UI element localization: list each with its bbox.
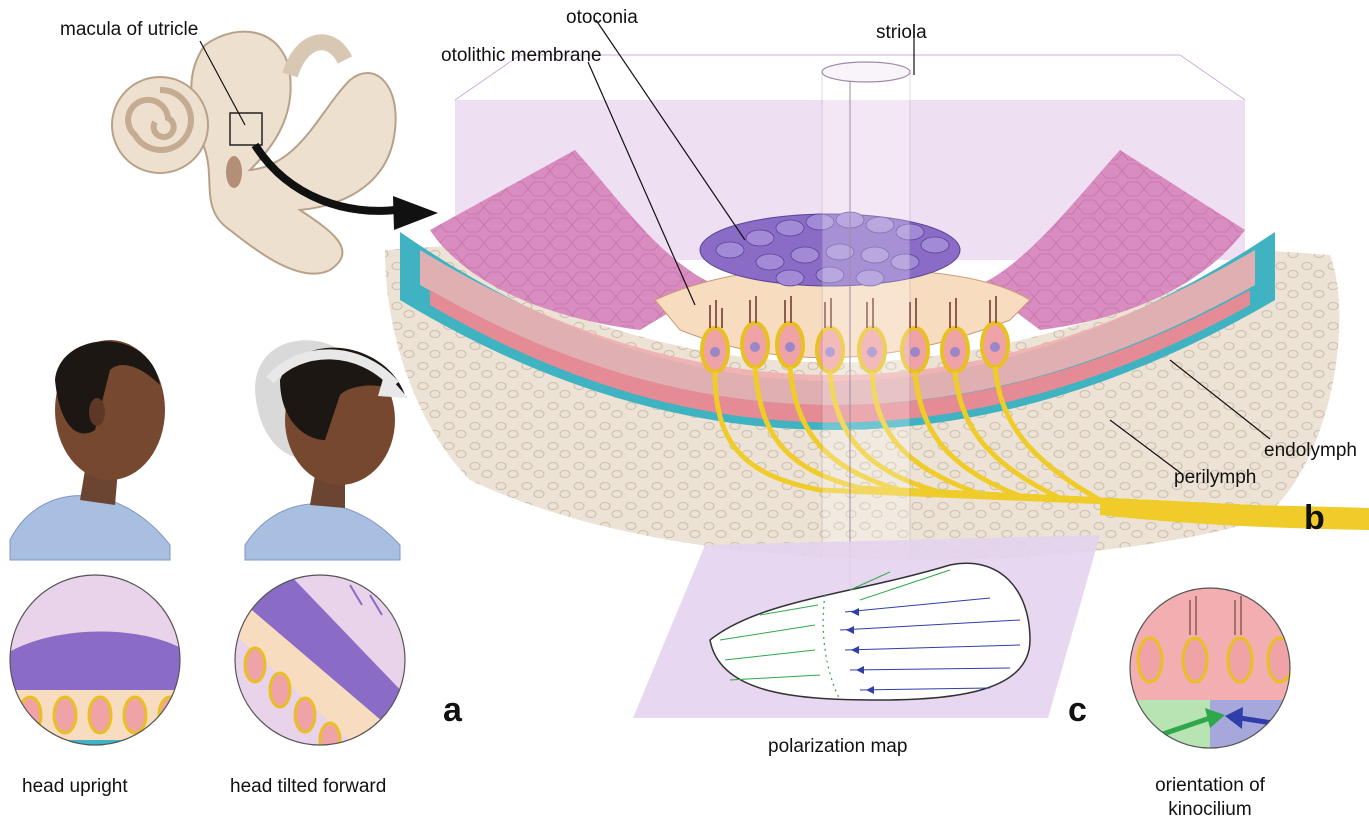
zoom-circle-tilted — [230, 570, 410, 757]
head-tilted-illustration — [245, 340, 408, 560]
head-tilted-label: head tilted forward — [230, 776, 386, 798]
otoconia-label: otoconia — [566, 7, 638, 29]
striola-label: striola — [876, 22, 927, 44]
head-upright-label: head upright — [22, 776, 128, 798]
kinocilium-label-line2: kinocilium — [1140, 799, 1280, 821]
perilymph-label: perilymph — [1174, 467, 1256, 489]
panel-letter-c: c — [1068, 692, 1087, 728]
polarization-map-label: polarization map — [768, 736, 907, 758]
zoom-circle-upright — [5, 570, 185, 750]
inner-ear-illustration — [112, 32, 396, 274]
panel-letter-b: b — [1304, 500, 1325, 536]
macula-label: macula of utricle — [60, 19, 198, 41]
head-upright-illustration — [10, 340, 170, 560]
polarization-map — [633, 535, 1100, 718]
pointer-arrowhead — [393, 196, 438, 230]
endolymph-label: endolymph — [1264, 440, 1357, 462]
kinocilium-label-line1: orientation of — [1140, 775, 1280, 797]
otolithic-membrane-label: otolithic membrane — [441, 45, 602, 67]
panel-letter-a: a — [443, 692, 462, 728]
zoom-circle-kinocilium — [1130, 588, 1292, 750]
